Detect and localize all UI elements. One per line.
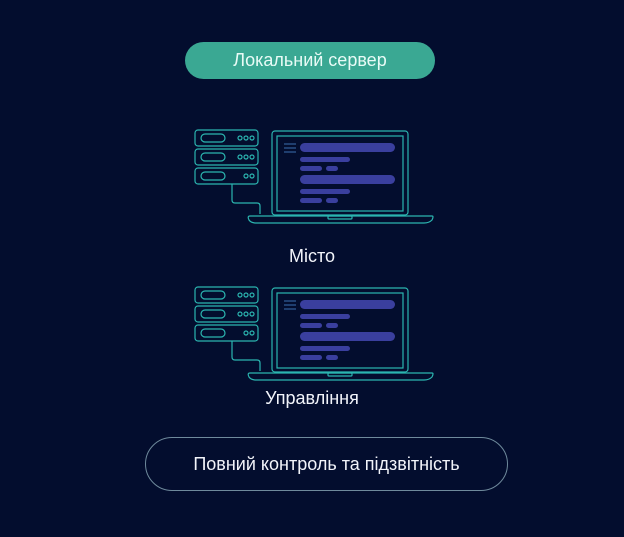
laptop-icon (247, 287, 434, 381)
management-illustration (180, 277, 440, 387)
laptop-icon (247, 130, 434, 224)
city-label: Місто (288, 246, 336, 266)
management-label: Управління (265, 388, 359, 408)
full-control-button[interactable]: Повний контроль та підзвітність (145, 437, 508, 491)
server-rack-icon (194, 129, 261, 214)
local-server-button[interactable]: Локальний сервер (185, 42, 435, 79)
city-illustration (180, 120, 440, 230)
server-rack-icon (194, 286, 261, 371)
